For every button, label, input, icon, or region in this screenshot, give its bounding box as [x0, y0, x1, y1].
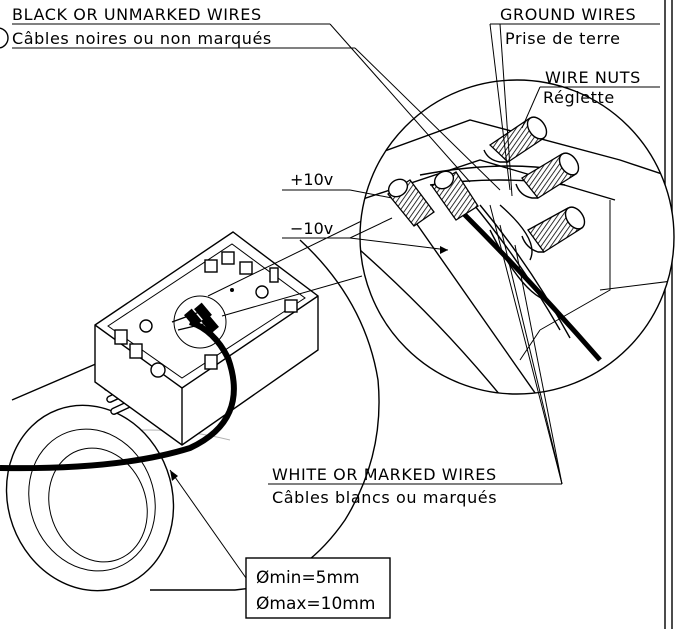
- label-wire-nuts-en: WIRE NUTS: [545, 68, 641, 87]
- wire-nut-minus: [431, 170, 479, 221]
- label-wire-nuts-fr: Réglette: [543, 88, 615, 107]
- label-ground-wires-en: GROUND WIRES: [500, 5, 636, 24]
- callout-white-wires: WHITE OR MARKED WIRES Câbles blancs ou m…: [268, 204, 563, 507]
- label-white-wires-en: WHITE OR MARKED WIRES: [272, 465, 497, 484]
- label-black-wires-fr: Câbles noires ou non marqués: [12, 29, 272, 48]
- wire-nut-plus: [387, 178, 435, 227]
- power-cable: [0, 319, 237, 472]
- label-black-wires-en: BLACK OR UNMARKED WIRES: [12, 5, 262, 24]
- diameter-box: [245, 557, 391, 619]
- callout-ground-wires: GROUND WIRES Prise de terre: [489, 5, 660, 197]
- wire-nut-2: [515, 152, 580, 199]
- wire-nut-1: [483, 116, 548, 163]
- callout-voltage: +10v −10v: [282, 170, 449, 254]
- tube-opening-outer: [5, 404, 175, 592]
- tube-opening-inner: [28, 428, 156, 572]
- callout-wire-nuts: WIRE NUTS Réglette: [521, 68, 660, 129]
- label-diameter-min: Ømin=5mm: [256, 568, 360, 588]
- callout-black-wires: BLACK OR UNMARKED WIRES Câbles noires ou…: [0, 5, 501, 191]
- detail-magnifier: [359, 79, 675, 395]
- callout-cable-diameter: Ømin=5mm Ømax=10mm: [169, 469, 391, 619]
- label-plus-10v: +10v: [290, 170, 333, 189]
- label-ground-wires-fr: Prise de terre: [505, 29, 621, 48]
- junction-box: [0, 231, 319, 472]
- label-minus-10v: −10v: [290, 219, 333, 238]
- label-diameter-max: Ømax=10mm: [256, 594, 375, 614]
- wire-nut-3: [521, 206, 586, 253]
- label-white-wires-fr: Câbles blancs ou marqués: [272, 488, 497, 507]
